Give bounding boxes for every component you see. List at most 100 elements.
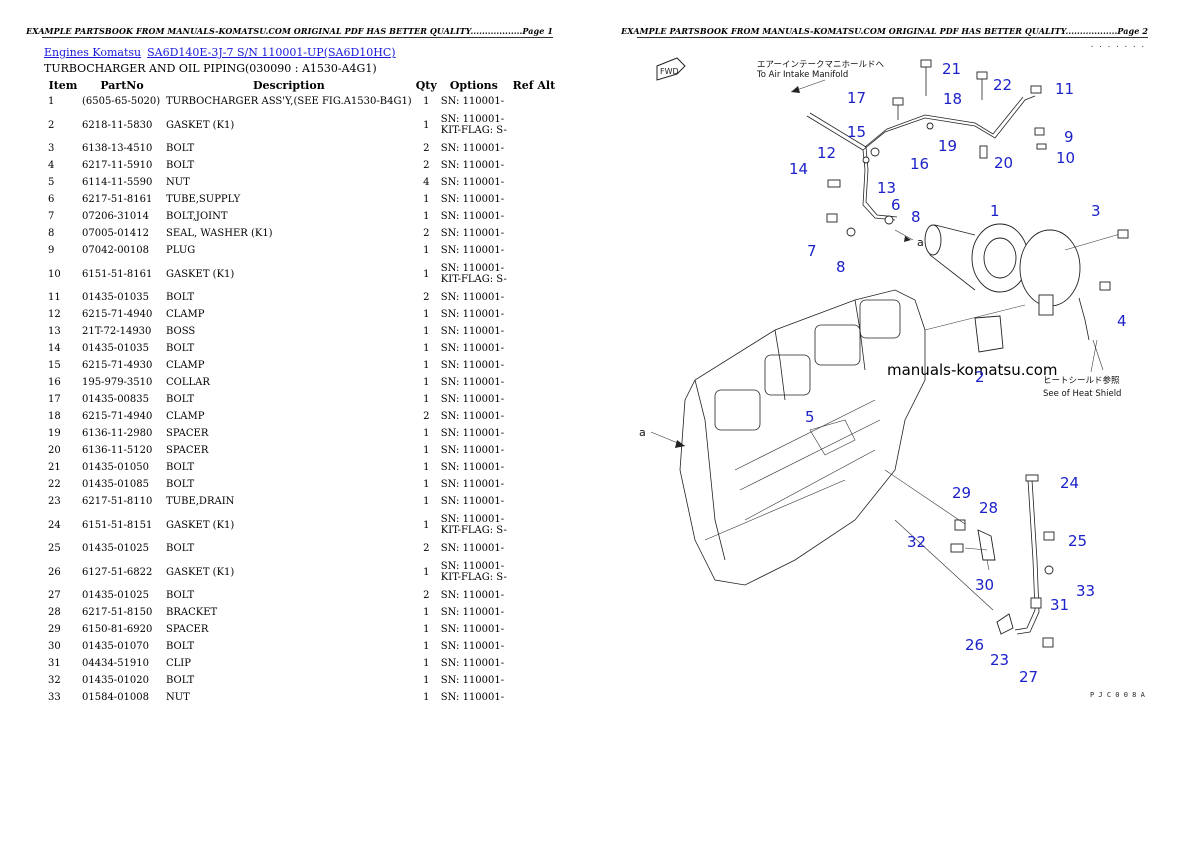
cell-item: 30 <box>48 641 61 652</box>
cell-partno: 07005-01412 <box>82 228 150 239</box>
option-line: SN: 110001- <box>440 96 505 107</box>
cell-description: TURBOCHARGER ASS'Y,(SEE FIG.A1530-B4G1) <box>166 96 412 107</box>
cell-ref-alt <box>509 587 559 604</box>
option-line: SN: 110001- <box>440 496 505 507</box>
cell-ref-alt <box>509 408 559 425</box>
option-line: SN: 110001- <box>440 607 505 618</box>
cell-partno: 6217-11-5910 <box>82 160 153 171</box>
exploded-parts-diagram: . . . . . . . FWD エアーインテークマニホールドへ To Air… <box>639 41 1146 699</box>
marker-a-lower: a <box>639 426 646 439</box>
cell-item: 15 <box>48 360 61 371</box>
cell-partno: 195-979-3510 <box>82 377 153 388</box>
cell-ref-alt <box>509 225 559 242</box>
cell-item: 9 <box>48 245 55 256</box>
cell-partno: 6127-51-6822 <box>82 566 153 578</box>
cell-item: 6 <box>48 194 55 205</box>
option-line: SN: 110001- <box>440 228 505 239</box>
cell-options: SN: 110001- <box>439 442 509 459</box>
cell-item: 27 <box>48 590 61 601</box>
cell-description: SPACER <box>166 428 209 439</box>
table-row: 1(6505-65-5020)TURBOCHARGER ASS'Y,(SEE F… <box>44 93 559 110</box>
cell-description: GASKET (K1) <box>166 519 235 531</box>
drain-tube <box>1014 479 1036 631</box>
cell-ref-alt <box>509 174 559 191</box>
cell-description: CLAMP <box>166 360 205 371</box>
cell-item: 31 <box>48 658 61 669</box>
cell-options: SN: 110001- <box>439 374 509 391</box>
cell-partno: 01435-01070 <box>82 641 150 652</box>
cell-options: SN: 110001-KIT-FLAG: S- <box>439 110 509 140</box>
cell-description: PLUG <box>166 245 196 256</box>
bolt-11 <box>1030 85 1042 94</box>
option-line: SN: 110001- <box>440 543 505 554</box>
cell-item: 11 <box>48 292 61 303</box>
breadcrumb-link-model[interactable]: SA6D140E-3J-7 S/N 110001-UP(SA6D10HC) <box>147 46 396 59</box>
cell-qty: 1 <box>423 658 430 669</box>
fwd-arrow-icon: FWD <box>656 57 686 81</box>
option-line: SN: 110001- <box>440 377 505 388</box>
cell-ref-alt <box>509 157 559 174</box>
callout-labels: 1 2 3 4 5 6 7 8 8 9 10 11 12 13 14 15 16… <box>789 60 1127 686</box>
cell-partno: 01435-01020 <box>82 675 150 686</box>
cell-partno: 04434-51910 <box>82 658 150 669</box>
cell-options: SN: 110001- <box>439 357 509 374</box>
cell-qty: 1 <box>423 268 430 280</box>
cell-description: BOLT <box>166 641 195 652</box>
cell-options: SN: 110001- <box>439 93 509 110</box>
cell-item: 5 <box>48 177 55 188</box>
heat-shield-label-jp: ヒートシールド参照 <box>1043 375 1120 386</box>
cell-partno: 6151-51-8151 <box>82 519 153 531</box>
cell-partno: 01584-01008 <box>82 692 150 703</box>
callout-6: 6 <box>891 196 901 214</box>
cell-partno: 07206-31014 <box>82 211 150 222</box>
breadcrumb-link-engines[interactable]: Engines Komatsu <box>44 46 142 59</box>
cell-partno: 01435-01050 <box>82 462 150 473</box>
cell-options: SN: 110001- <box>439 340 509 357</box>
callout-18: 18 <box>943 90 962 108</box>
bolt-21 <box>920 59 932 68</box>
bolt-4 <box>1099 281 1111 291</box>
cell-qty: 1 <box>423 675 430 686</box>
column-header-description: Description <box>253 78 325 92</box>
callout-11: 11 <box>1055 80 1074 98</box>
intake-label-en: To Air Intake Manifold <box>756 70 848 80</box>
cell-options: SN: 110001- <box>439 604 509 621</box>
cell-description: GASKET (K1) <box>166 566 235 578</box>
column-header-partno: PartNo <box>100 78 144 92</box>
cell-qty: 1 <box>423 428 430 439</box>
gasket-2 <box>974 315 1004 353</box>
cell-ref-alt <box>509 459 559 476</box>
cell-partno: 21T-72-14930 <box>82 326 152 337</box>
cell-ref-alt <box>509 672 559 689</box>
cell-qty: 2 <box>423 228 430 239</box>
cell-ref-alt <box>509 621 559 638</box>
cell-partno: 6217-51-8150 <box>82 607 153 618</box>
callout-3: 3 <box>1091 202 1101 220</box>
cell-description: NUT <box>166 177 190 188</box>
callout-26: 26 <box>965 636 984 654</box>
cell-item: 13 <box>48 326 61 337</box>
cell-partno: 6217-51-8110 <box>82 496 153 507</box>
option-line: SN: 110001- <box>440 411 505 422</box>
cell-partno: 6215-71-4940 <box>82 411 153 422</box>
cell-options: SN: 110001- <box>439 689 509 706</box>
cell-description: TUBE,DRAIN <box>166 496 235 507</box>
cell-qty: 1 <box>423 245 430 256</box>
option-line: SN: 110001- <box>440 394 505 405</box>
cell-partno: 6151-51-8161 <box>82 268 153 280</box>
cell-ref-alt <box>509 357 559 374</box>
bracket-28 <box>977 529 996 561</box>
cell-item: 2 <box>48 119 55 131</box>
cell-options: SN: 110001- <box>439 225 509 242</box>
breadcrumb: Engines Komatsu SA6D140E-3J-7 S/N 110001-… <box>44 46 402 59</box>
option-line: SN: 110001- <box>440 514 505 525</box>
cell-ref-alt <box>509 510 559 540</box>
